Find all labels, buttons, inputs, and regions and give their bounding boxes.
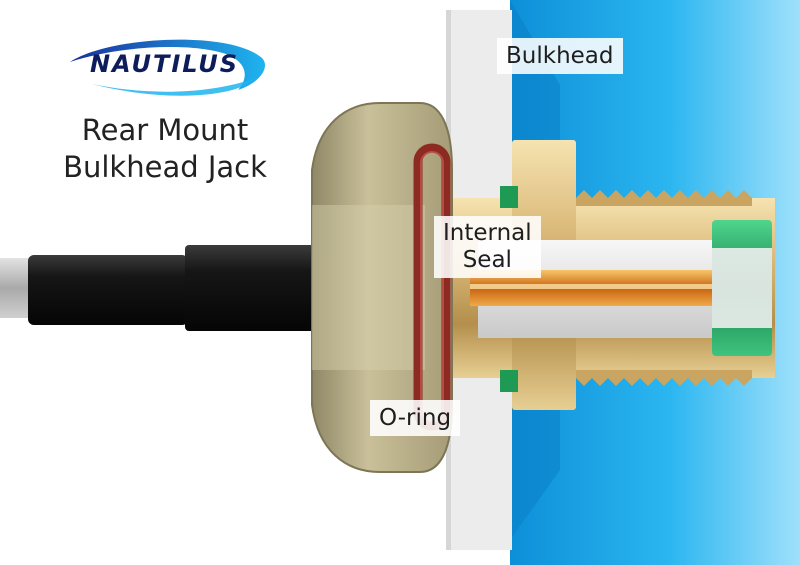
barrel-thread-top [552,190,752,206]
barrel-thread-bottom [552,370,752,386]
title-line-2: Bulkhead Jack [63,150,267,184]
internal-seal-label: Internal Seal [434,216,541,278]
hex-nut-facet [312,205,425,370]
title-line-1: Rear Mount [81,113,249,147]
internal-seal-lower [500,370,518,392]
brand-logo-text: NAUTILUS [89,50,240,78]
internal-seal-label-line-1: Internal [443,220,532,246]
logo-underline [92,78,256,96]
cable-boot [185,245,320,331]
internal-seal [500,186,518,208]
internal-seal-label-line-2: Seal [462,247,512,273]
contact-highlight [470,284,720,289]
front-insert-face [712,248,772,328]
brand-logo: NAUTILUS [62,38,267,100]
bulkhead-label: Bulkhead [497,38,623,74]
o-ring-label: O-ring [370,400,461,436]
cable-jacket [28,255,188,325]
diagram-title: Rear Mount Bulkhead Jack [30,112,300,186]
